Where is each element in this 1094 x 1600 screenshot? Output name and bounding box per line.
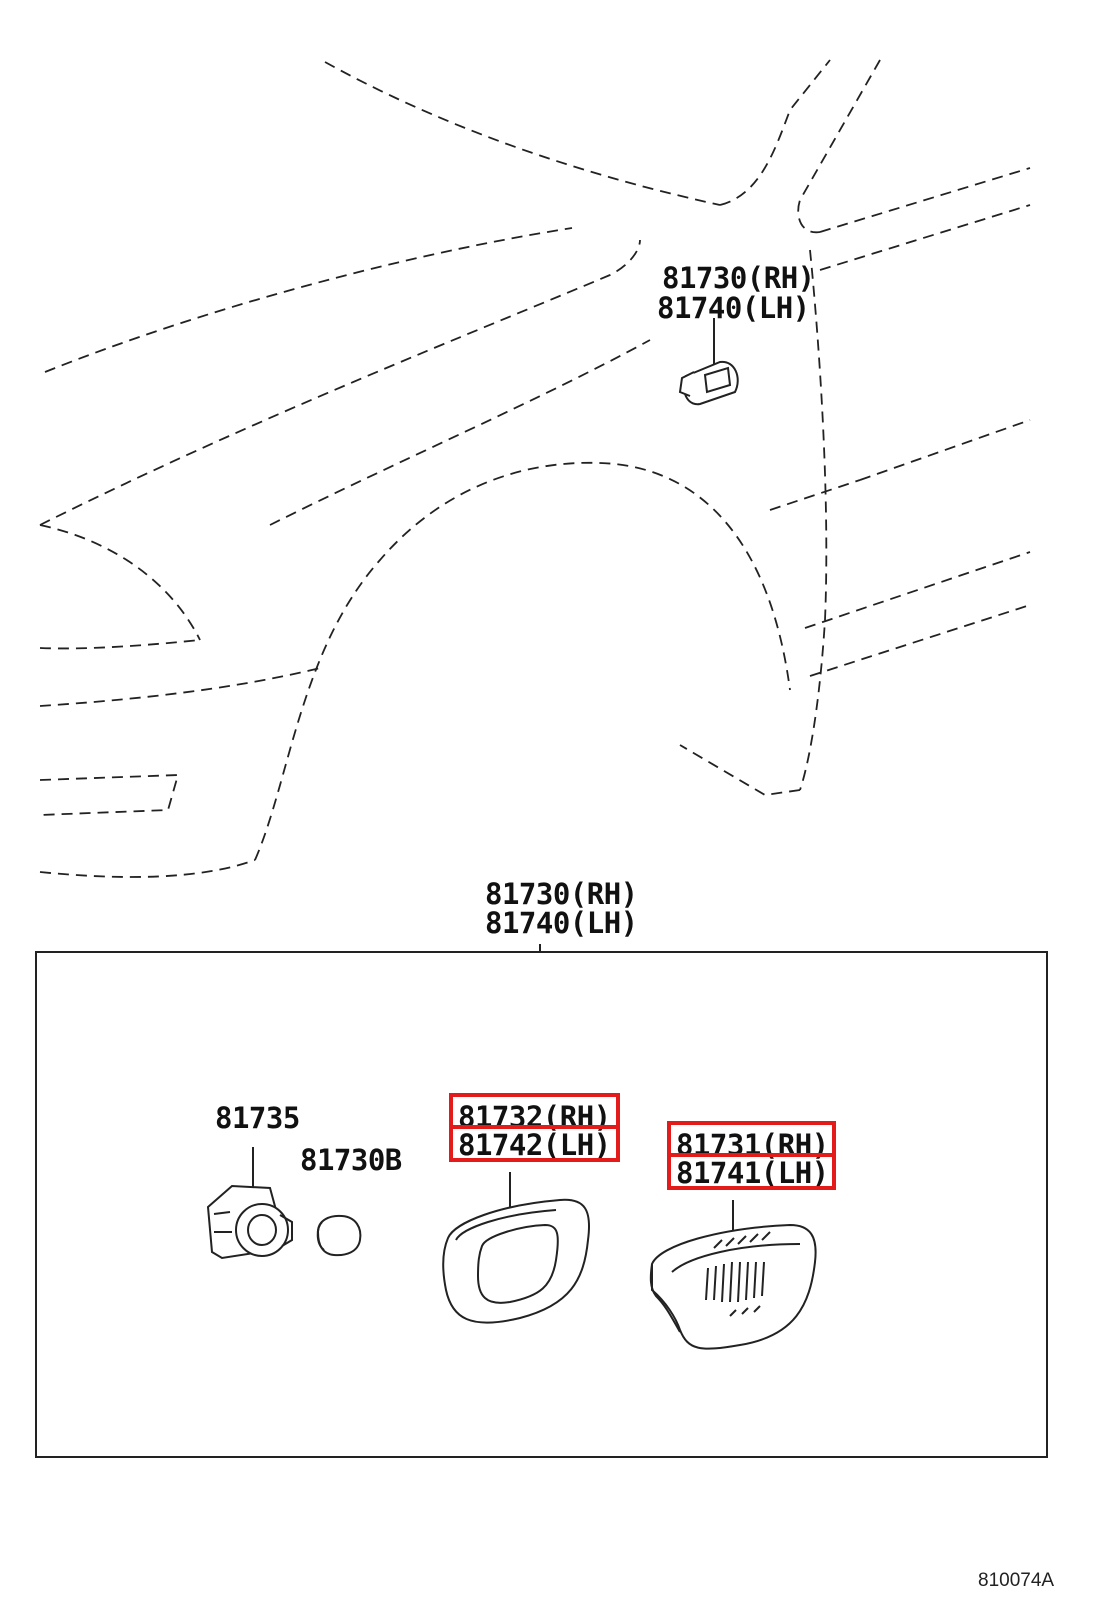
label-box-rh: 81730(RH) (485, 877, 638, 911)
label-socket: 81735 (215, 1101, 300, 1135)
bulb-socket-icon (206, 1184, 293, 1260)
label-lens-lh: 81741(LH) (676, 1156, 829, 1190)
highlight-lens-lh (667, 1153, 836, 1190)
figure-code: 810074A (978, 1570, 1054, 1591)
fender-outline (39, 59, 1031, 878)
label-gasket-lh: 81742(LH) (458, 1128, 611, 1162)
label-bulb: 81730B (300, 1143, 402, 1177)
highlight-gasket-lh (449, 1125, 620, 1162)
parts-box (35, 951, 1048, 1458)
lamp-gasket-icon (442, 1198, 590, 1324)
side-marker-lens-icon (649, 1223, 817, 1350)
label-box-lh: 81740(LH) (485, 906, 638, 940)
wedge-bulb-icon (316, 1214, 362, 1257)
label-top-rh: 81730(RH) (662, 261, 815, 295)
label-top-lh: 81740(LH) (657, 291, 810, 325)
fender-side-lamp-icon (678, 360, 739, 406)
